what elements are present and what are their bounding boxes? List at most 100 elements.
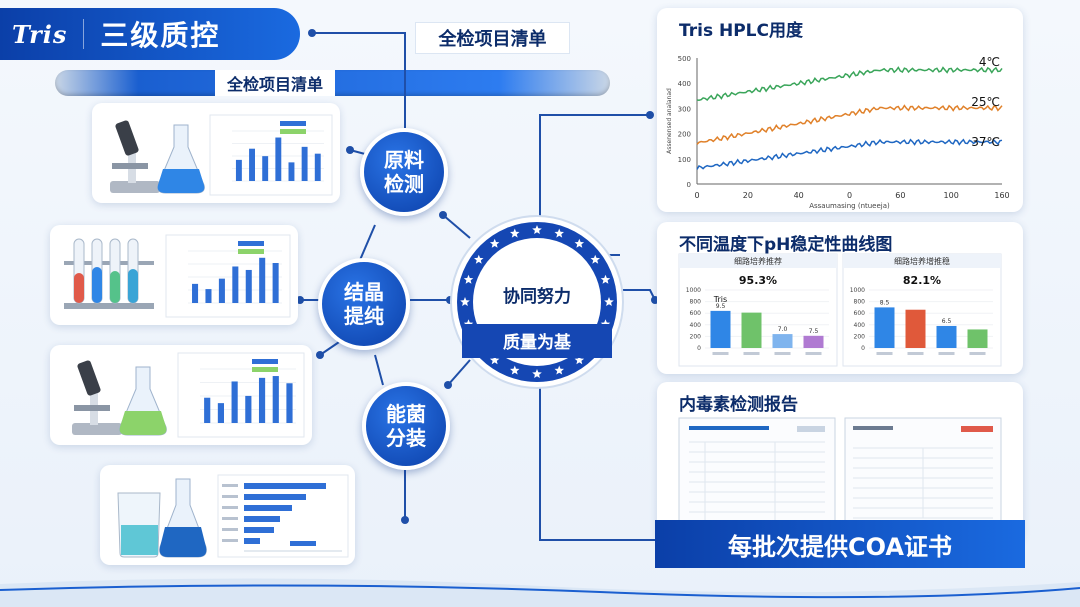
chart-bar [245,269,252,303]
star-icon [554,365,564,375]
star-icon [532,369,542,378]
chart-bar [275,137,282,181]
chart-bar [286,383,293,423]
ph-bar [710,310,731,348]
y-tick-label: 0 [697,345,701,352]
y-tick-label: 100 [678,156,691,164]
y-tick-label: 0 [861,345,865,352]
checklist-chip: 全检项目清单 [415,22,570,54]
flask-icon [159,478,207,558]
star-icon [510,365,520,375]
header-bar: Tris 三级质控 [0,8,300,60]
chart-bar [217,403,224,423]
flask-icon [119,366,167,436]
lab-card-test-tubes [50,225,298,325]
panel-percent: 95.3% [739,274,777,287]
node-raw-material-test: 原料 检测 [360,128,448,216]
node-crystallization: 结晶 提纯 [318,258,410,350]
chart-bar [272,263,279,303]
chart-bar [272,376,279,423]
x-tick-label: 20 [743,191,753,200]
lab-card-raw [92,103,340,203]
star-icon [474,254,484,264]
chart-bar [204,397,211,423]
endotoxin-card: 内毒素检测报告 [657,382,1023,542]
chart-bar [192,283,199,303]
star-icon [554,228,564,238]
node-raw-line2: 检测 [384,172,424,196]
node-cryst-line2: 提纯 [344,304,384,328]
star-icon [590,254,600,264]
node-raw-line1: 原料 [384,148,424,172]
ph-card: 不同温度下pH稳定性曲线图 细路培养推荐 95.3% 1000 800 600 400 20… [657,222,1023,374]
chart-bar [235,159,242,181]
endotoxin-documents [678,417,1002,537]
bar-value-label: 9.5 [716,303,726,310]
chart-hbar [244,538,260,544]
chart-bar [301,146,308,181]
microscope-icon [110,120,160,193]
y-tick-label: 600 [690,310,702,317]
brand-logo: Tris [12,19,68,49]
chart-bar [205,289,212,303]
y-tick-label: 500 [678,55,691,63]
lab-card-pack [100,465,355,565]
chart-bars [200,359,296,424]
node-cryst-line1: 结晶 [344,280,384,304]
chart-hbar [244,516,280,522]
y-tick-label: 1000 [686,287,701,294]
chart-hbar [244,505,292,511]
ph-bar [936,325,957,348]
chart-bar [218,278,225,303]
quality-seal: 协同努力 质量为基 [450,215,624,389]
panel-percent: 82.1% [903,274,941,287]
hplc-title: Tris HPLC用度 [679,21,803,41]
x-tick-label: 0 [694,191,699,200]
y-axis-label: Assenensed analanad [666,88,673,154]
chart-bar [249,148,255,181]
y-tick-label: 0 [687,181,691,189]
ph-bar [803,335,824,348]
chart-bar [245,395,252,423]
seal-bottom-text: 质量为基 [503,332,572,353]
y-tick-label: 800 [854,299,866,306]
y-tick-label: 600 [854,310,866,317]
panel-subtitle: 细路培养推荐 [734,256,782,266]
panel-note: Tris [713,295,727,304]
report-doc-left [678,417,836,537]
connector-chip [312,32,406,128]
ph-bar [905,309,926,348]
star-icon [489,238,500,248]
seal-top-text: 协同努力 [503,286,571,307]
lab-illustration-raw [110,114,333,196]
x-tick-label: 100 [944,191,959,200]
bar-value-label: 7.0 [778,326,788,333]
chart-bar [259,257,266,303]
chart-bar [232,266,239,303]
y-tick-label: 200 [854,333,866,340]
y-tick-label: 1000 [850,287,865,294]
test-tubes-icon [64,238,154,309]
mini-chart-2 [165,234,291,318]
x-axis-label: Assaumasing (ntueeja) [809,202,890,210]
y-tick-label: 400 [854,322,866,329]
series-line [696,66,1003,102]
mini-chart-1 [209,114,333,196]
star-icon [460,297,470,306]
node-packaging: 能菌 分装 [362,382,450,470]
mini-chart-4 [217,474,349,558]
y-tick-label: 300 [678,105,691,113]
series-line [696,138,1003,170]
ph-title: 不同温度下pH稳定性曲线图 [679,235,893,255]
y-tick-label: 400 [690,322,702,329]
star-icon [532,225,542,234]
node-pack-line1: 能菌 [386,402,426,426]
x-tick-label: 0 [847,191,852,200]
star-icon [574,355,585,365]
endotoxin-title: 内毒素检测报告 [679,395,798,415]
lab-illustration-pack [117,474,349,558]
pill-label: 全检项目清单 [215,70,335,96]
chart-bars [188,241,282,304]
beaker-icon [117,492,161,558]
